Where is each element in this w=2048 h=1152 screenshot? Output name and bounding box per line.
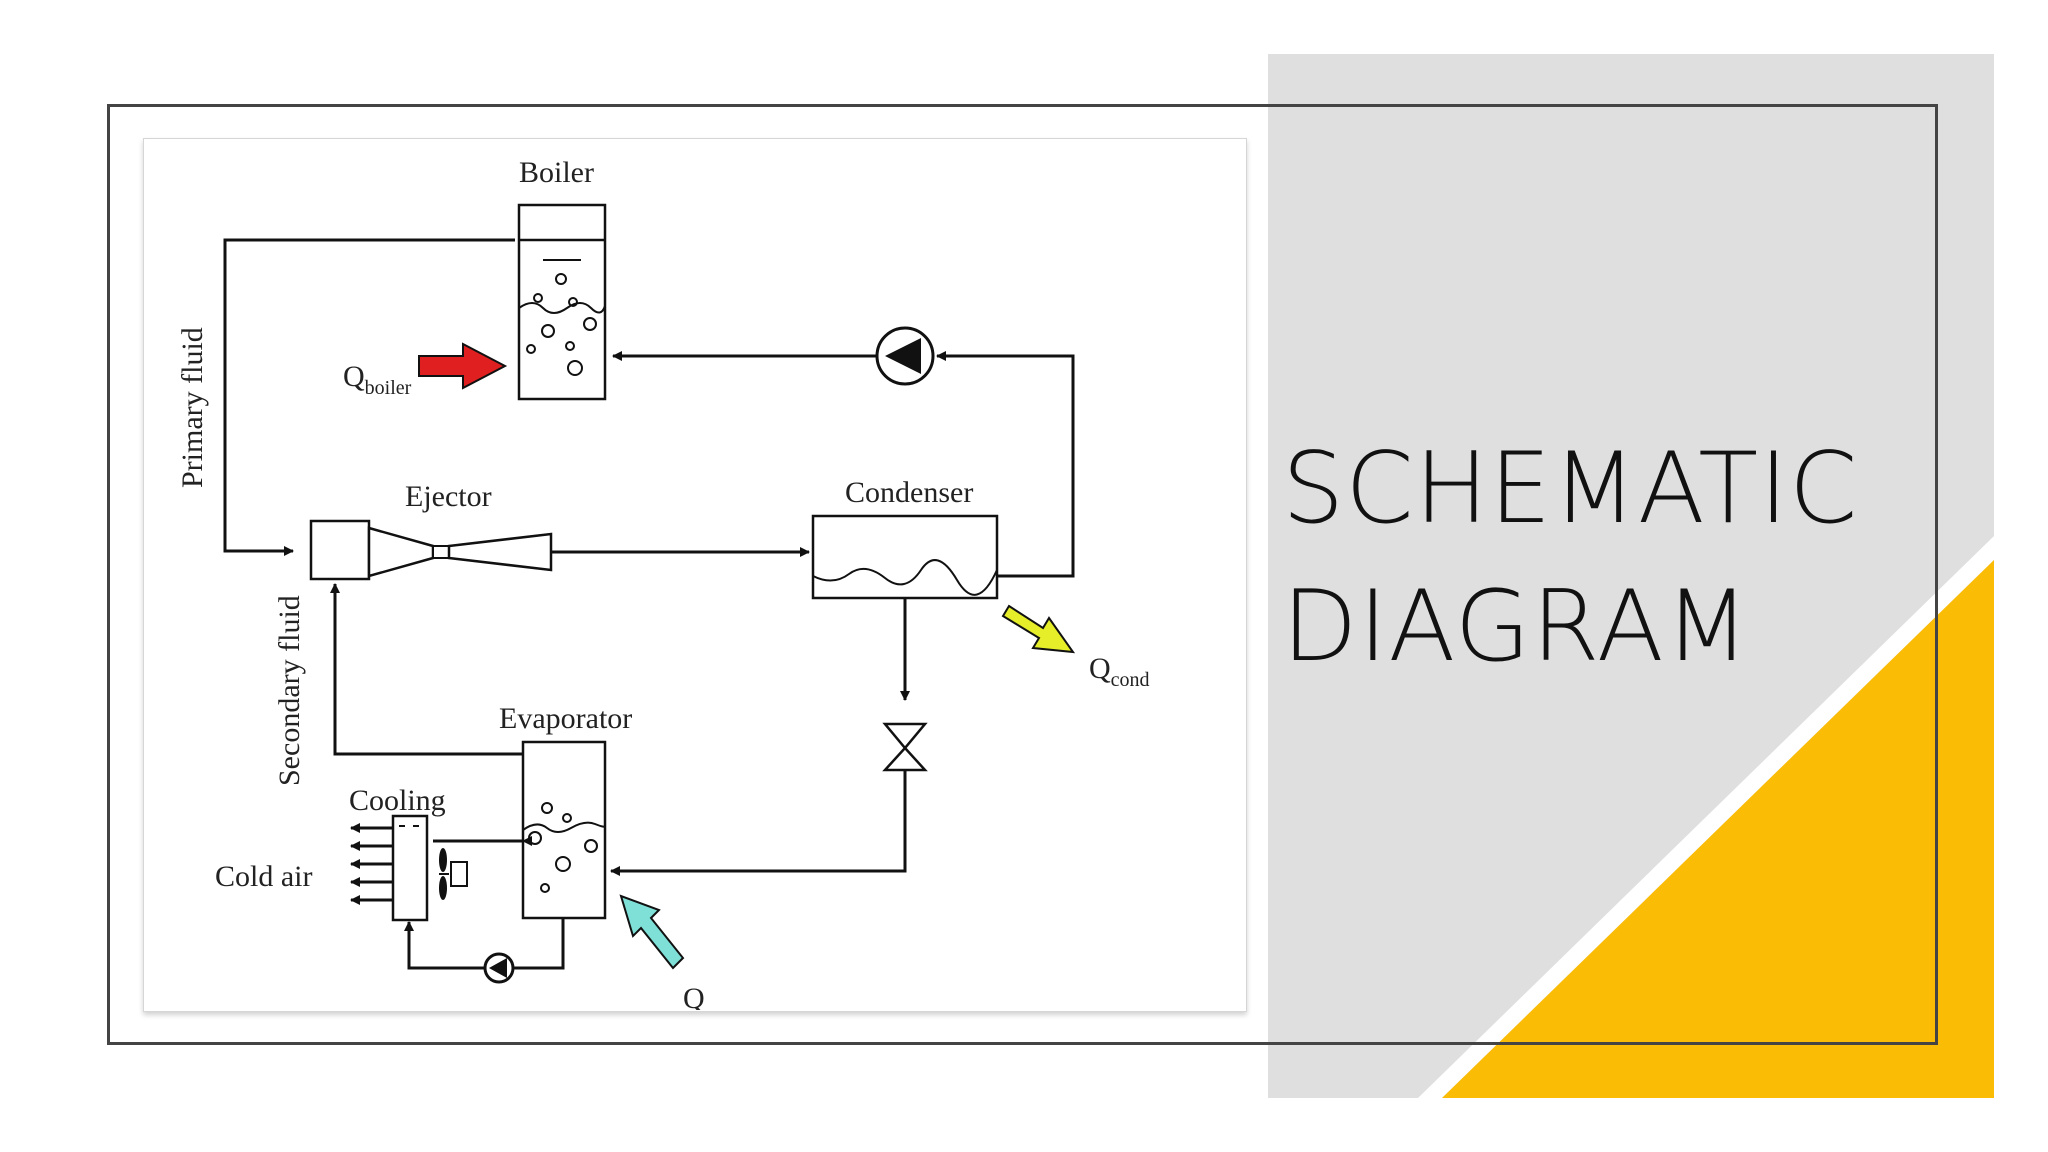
fan-icon [439,848,468,900]
pump-icon [483,952,515,984]
q-cond-label: Qcond [1089,652,1150,691]
condensate-return-line [936,351,1075,578]
ejector [309,519,553,581]
evaporator [521,740,607,920]
yellow-accent-triangle [1442,560,1994,1098]
secondary-fluid-line [330,583,523,756]
schematic-diagram: Boiler Qboiler Ejector Condenser [176,156,1150,1010]
white-diagonal-stripe [1418,536,1994,1098]
condenser-label: Condenser [845,476,973,509]
cooling-unit [391,814,429,922]
content-frame [107,104,1938,1045]
evaporator-heat-arrow [619,894,685,970]
primary-fluid-line [223,238,515,556]
boiler-label: Boiler [519,156,594,189]
title-line-1: SCHEMATIC [1282,432,1859,546]
primary-fluid-label: Primary fluid [176,327,209,488]
heat-output-arrow [1001,604,1076,654]
q-evap-partial-label: Q [683,982,705,1010]
condenser [811,514,999,600]
cooling-label: Cooling [349,784,446,817]
cold-air-arrows [350,823,393,905]
title-line-2: DIAGRAM [1282,570,1751,684]
heat-input-arrow [418,342,508,390]
boiler [517,203,607,401]
ejector-label: Ejector [405,480,492,513]
slide-title: SCHEMATIC DIAGRAM [1282,420,1922,696]
cold-air-label: Cold air [215,860,313,893]
valve-to-evaporator-line [610,770,907,876]
q-boiler-label: Qboiler [343,360,412,399]
pump-icon [875,326,935,386]
evaporator-label: Evaporator [499,702,632,735]
expansion-valve-icon [882,722,928,772]
secondary-fluid-label: Secondary fluid [273,595,306,786]
